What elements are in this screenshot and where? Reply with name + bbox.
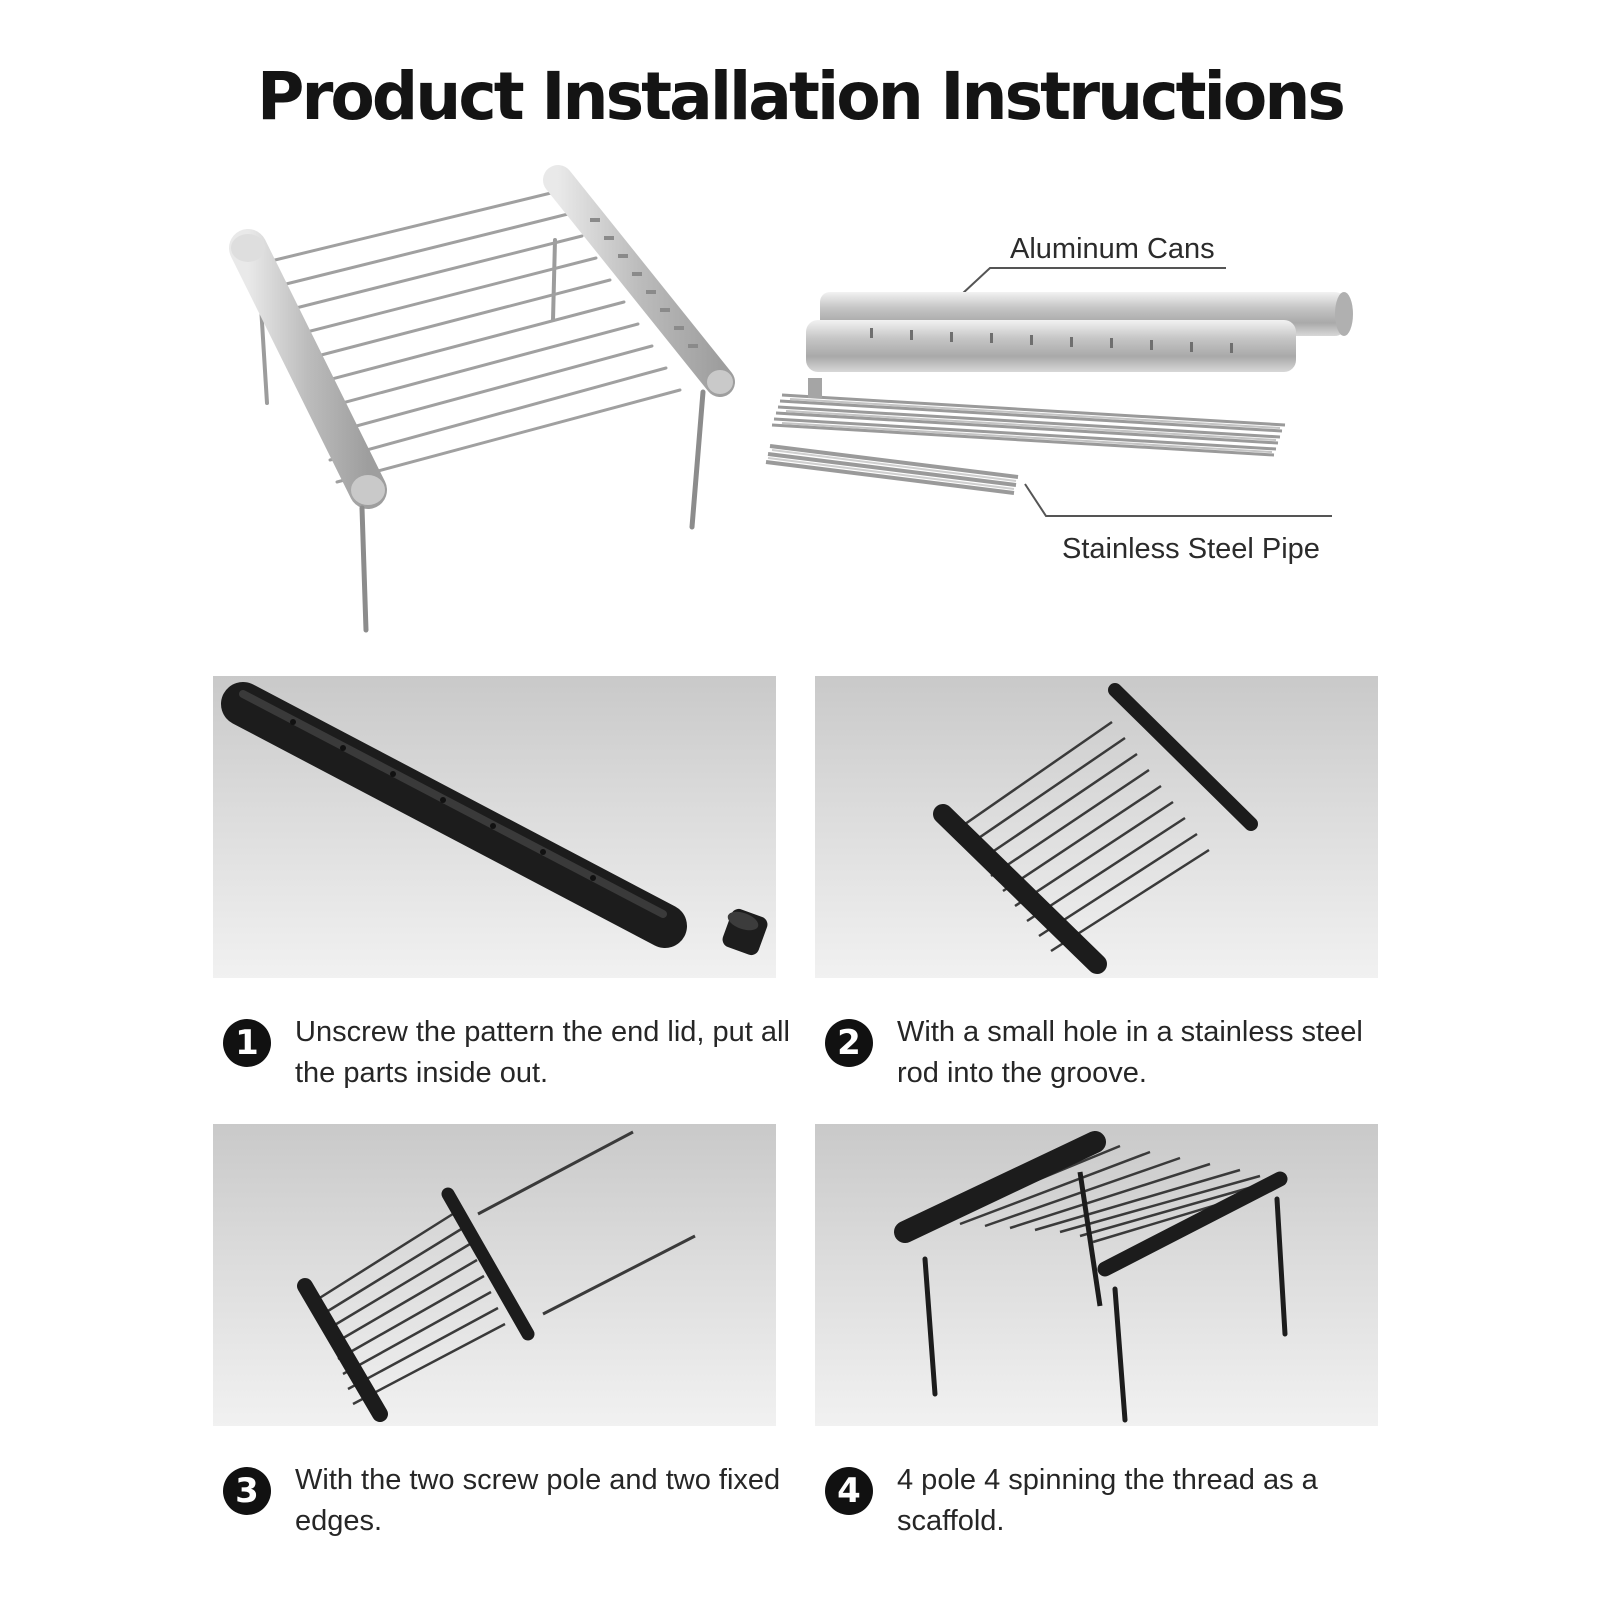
- assembled-grill-and-parts-image: [229, 165, 1353, 633]
- step-4-text: 4 pole 4 spinning the thread as a scaffo…: [897, 1464, 1318, 1537]
- screw-pole-and-edges-illustration: [297, 1130, 696, 1422]
- step-3-text: With the two screw pole and two fixed ed…: [295, 1464, 781, 1537]
- assembled-grill: [229, 165, 735, 633]
- step-2: 2 With a small hole in a stainless steel…: [825, 1012, 1400, 1112]
- step-1-text: Unscrew the pattern the end lid, put all…: [295, 1016, 790, 1089]
- rods-into-groove-illustration: [933, 683, 1258, 974]
- step-2-text: With a small hole in a stainless steel r…: [897, 1016, 1363, 1089]
- page-title: Product Installation Instructions: [257, 58, 1346, 135]
- step-1-image: [213, 676, 776, 978]
- assembled-scaffold-illustration: [894, 1131, 1288, 1423]
- disassembled-parts: [765, 267, 1353, 517]
- hero-illustration: [200, 160, 1400, 640]
- step-2-number-badge: 2: [825, 1019, 873, 1067]
- step-4: 4 4 pole 4 spinning the thread as a scaf…: [825, 1460, 1400, 1560]
- step-3: 3 With the two screw pole and two fixed …: [223, 1460, 798, 1560]
- step-3-number-badge: 3: [223, 1467, 271, 1515]
- stainless-steel-pipe-callout: Stainless Steel Pipe: [1062, 533, 1320, 565]
- aluminum-cans-callout: Aluminum Cans: [1010, 233, 1215, 265]
- tube-and-end-lid-illustration: [221, 682, 768, 956]
- step-3-image: [213, 1124, 776, 1426]
- step-4-image: [815, 1124, 1378, 1426]
- step-1-number-badge: 1: [223, 1019, 271, 1067]
- step-2-image: [815, 676, 1378, 978]
- step-4-number-badge: 4: [825, 1467, 873, 1515]
- step-1: 1 Unscrew the pattern the end lid, put a…: [223, 1012, 798, 1112]
